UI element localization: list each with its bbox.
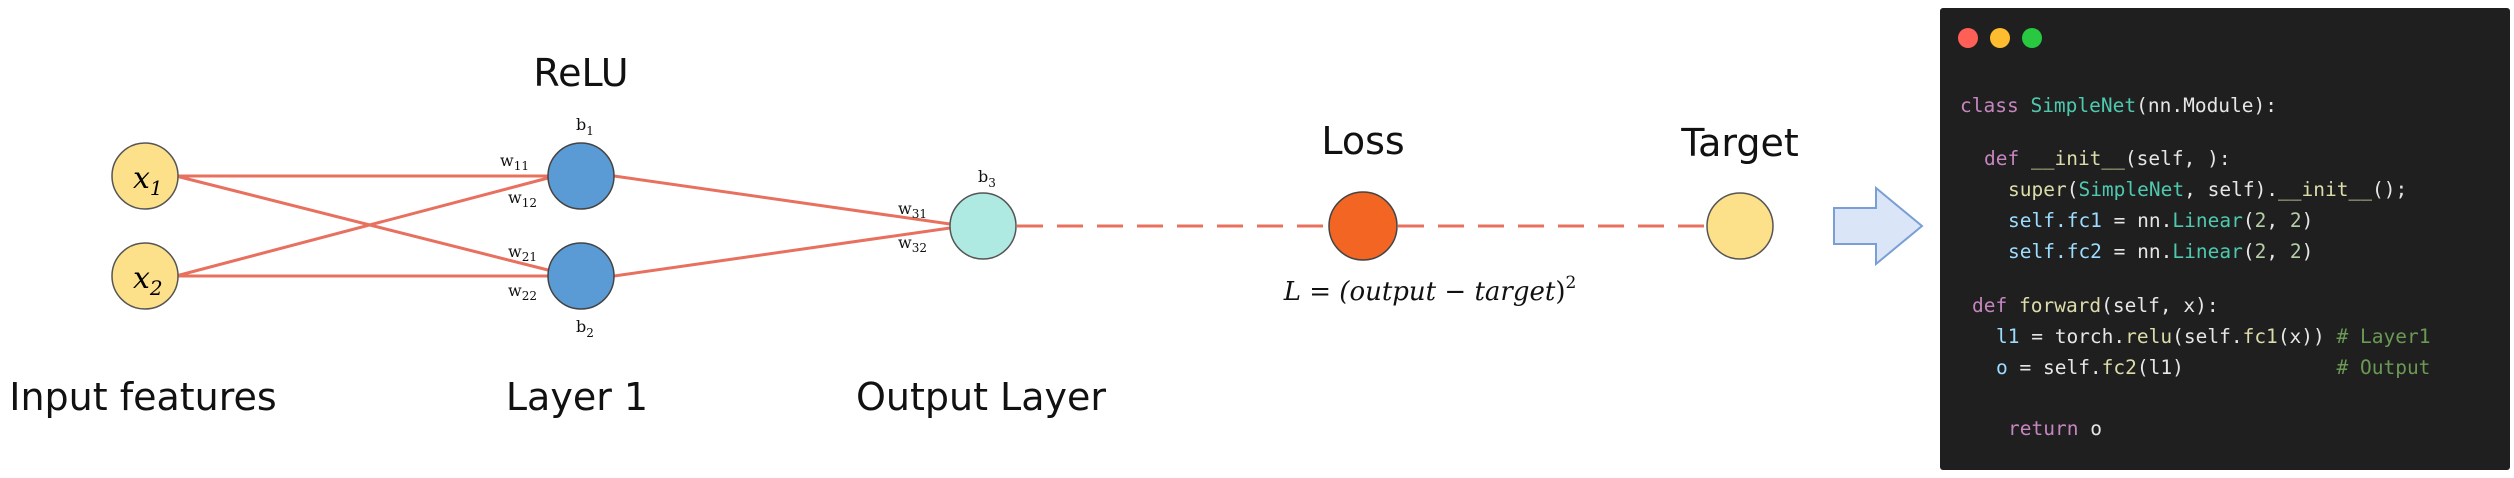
weight-label-w12: w12 — [508, 188, 537, 210]
output-node — [949, 192, 1017, 260]
code-line-3: super(SimpleNet, self).__init__(); — [2008, 178, 2408, 201]
maximize-dot-icon[interactable] — [2022, 28, 2042, 48]
input-node-x1 — [111, 142, 179, 210]
bias-label-b1: b1 — [576, 115, 594, 138]
input-node-x2 — [111, 242, 179, 310]
relu-label: ReLU — [533, 51, 628, 95]
minimize-dot-icon[interactable] — [1990, 28, 2010, 48]
input-label-x1: x1 — [133, 161, 163, 200]
input-label-x2: x2 — [133, 261, 163, 300]
weight-label-w11: w11 — [500, 151, 529, 173]
hidden-node-2 — [547, 242, 615, 310]
edge-x1-h2 — [175, 174, 549, 272]
code-line-2: def __init__(self, ): — [1984, 147, 2231, 170]
connections — [175, 174, 1706, 278]
code-line-4: self.fc1 = nn.Linear(2, 2) — [2008, 209, 2314, 232]
edge-h2-out — [613, 226, 951, 278]
code-line-6: def forward(self, x): — [1972, 294, 2219, 317]
loss-node — [1328, 191, 1398, 261]
network-diagram: x1 x2 b1 b2 b3 w11 w12 w21 w22 w31 w32 R… — [9, 51, 1924, 419]
code-line-7: l1 = torch.relu(self.fc1(x)) # Layer1 — [1996, 325, 2431, 348]
right-arrow-icon — [1833, 185, 1924, 267]
edge-x2-h1 — [175, 176, 549, 278]
close-dot-icon[interactable] — [1958, 28, 1978, 48]
loss-label: Loss — [1321, 119, 1404, 163]
bias-label-b2: b2 — [576, 317, 594, 340]
weight-label-w21: w21 — [508, 242, 537, 264]
target-node — [1706, 192, 1774, 260]
input-features-label: Input features — [9, 375, 276, 419]
layer1-label: Layer 1 — [506, 375, 648, 419]
weight-label-w31: w31 — [898, 199, 927, 221]
code-window: class SimpleNet(nn.Module): def __init__… — [1940, 8, 2510, 470]
loss-formula: L = (output − target)2 — [1283, 273, 1577, 307]
edge-h1-out — [613, 174, 951, 226]
code-line-8: o = self.fc2(l1) # Output — [1996, 356, 2431, 379]
weight-label-w32: w32 — [898, 233, 927, 255]
target-label: Target — [1680, 121, 1799, 165]
code-line-9: return o — [2008, 417, 2102, 440]
code-line-1: class SimpleNet(nn.Module): — [1960, 94, 2278, 117]
code-line-5: self.fc2 = nn.Linear(2, 2) — [2008, 240, 2314, 263]
output-layer-label: Output Layer — [856, 375, 1106, 419]
weight-label-w22: w22 — [508, 281, 537, 303]
window-controls — [1958, 28, 2042, 48]
hidden-node-1 — [547, 142, 615, 210]
bias-label-b3: b3 — [978, 167, 996, 190]
